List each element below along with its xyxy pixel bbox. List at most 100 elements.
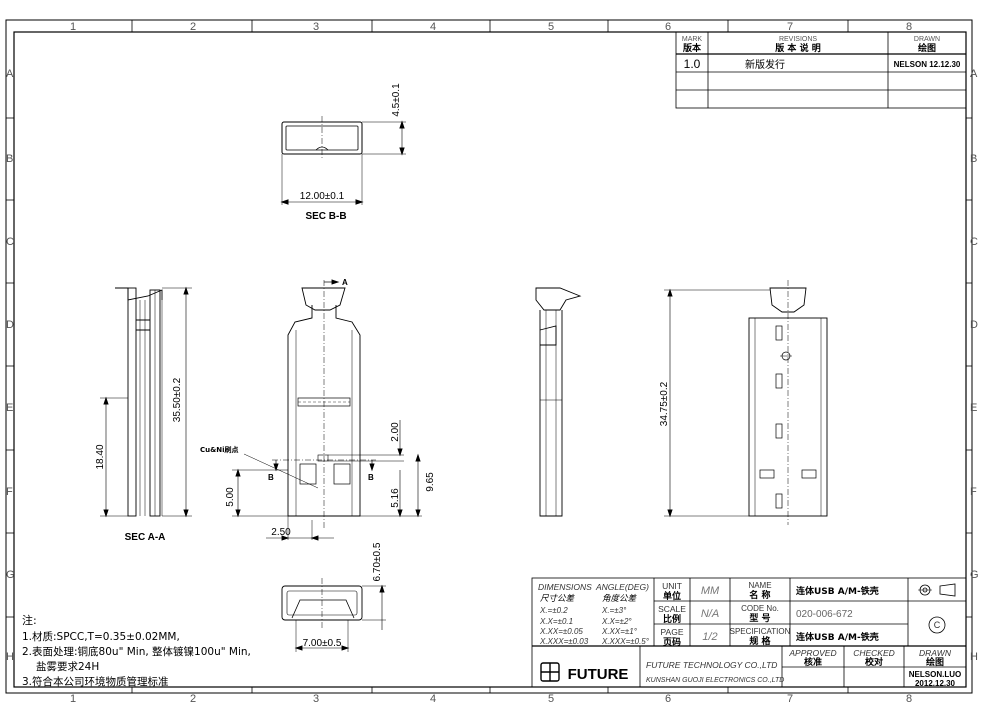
tb-name-cn: 名 称	[749, 589, 770, 601]
tb-unit-val: MM	[701, 585, 720, 597]
section-mark-b-right: B	[368, 473, 374, 482]
row-label: H	[970, 651, 978, 663]
tb-page-val: 1/2	[702, 631, 717, 643]
row-label: F	[6, 486, 13, 498]
row-label: C	[970, 236, 978, 248]
tb-spec-val: 连体USB A/M-铁壳	[796, 631, 879, 643]
row-label: G	[970, 569, 979, 581]
row-label: B	[6, 153, 13, 165]
col-label: 8	[906, 693, 912, 705]
tb-name-en: NAME	[748, 581, 771, 590]
note-2: 2.表面处理:铜底80u" Min, 整体镀镍100u" Min,	[22, 645, 251, 658]
row-labels: A B C D E F G H A B C D E F G H	[6, 68, 979, 663]
tb-dimensions-en: DIMENSIONS	[538, 582, 592, 592]
col-label: 3	[313, 21, 319, 33]
dim-2-00: 2.00	[390, 422, 401, 442]
tb-dimensions-cn: 尺寸公差	[540, 593, 576, 604]
front-view	[232, 279, 422, 541]
projection-symbol-icon	[918, 583, 956, 597]
tb-company-en1: FUTURE TECHNOLOGY CO.,LTD	[646, 660, 777, 670]
tb-drawn-cn: 绘图	[926, 656, 944, 668]
top-view	[664, 280, 828, 525]
revision-block	[675, 31, 967, 109]
col-label: 5	[548, 21, 554, 33]
rev-revisions-en: REVISIONS	[779, 36, 817, 43]
title-block-grid	[531, 577, 967, 688]
callout-cu-ni: Cu&Ni刷点	[200, 445, 238, 454]
section-bb-view	[280, 116, 406, 205]
row-label: A	[970, 68, 978, 80]
tb-scale-cn: 比例	[663, 613, 681, 625]
tb-spec-en: SPECIFICATION	[730, 627, 791, 636]
note-1: 1.材质:SPCC,T=0.35±0.02MM,	[22, 630, 180, 643]
col-label: 3	[313, 693, 319, 705]
tb-tol-ang-2: X.XX=±1°	[601, 627, 638, 636]
tb-logo: FUTURE	[568, 666, 629, 683]
col-label: 2	[190, 21, 196, 33]
row-label: E	[970, 402, 977, 414]
rev-row-drawn: NELSON 12.12.30	[894, 60, 961, 69]
tb-drawn-name: NELSON.LUO	[909, 670, 961, 679]
col-label: 8	[906, 21, 912, 33]
col-label: 6	[665, 21, 671, 33]
dim-5-16: 5.16	[390, 488, 401, 508]
section-mark-a: A	[342, 278, 348, 287]
side-view	[535, 287, 582, 517]
title-block-text: DIMENSIONS 尺寸公差 ANGLE(DEG) 角度公差 X.=±0.2 …	[538, 581, 961, 688]
row-label: E	[6, 402, 13, 414]
tb-page-cn: 页码	[663, 637, 681, 648]
dim-4-5: 4.5±0.1	[391, 83, 402, 117]
rev-mark-en: MARK	[682, 36, 703, 43]
row-label: C	[6, 236, 14, 248]
rev-row-desc: 新版发行	[745, 58, 785, 71]
row-label: H	[6, 651, 14, 663]
col-label: 4	[430, 693, 436, 705]
tb-angle-en: ANGLE(DEG)	[595, 582, 649, 592]
tb-code-val: 020-006-672	[796, 609, 853, 620]
dim-12-00: 12.00±0.1	[300, 191, 345, 202]
company-logo-icon	[540, 662, 560, 682]
dim-18-40: 18.40	[95, 444, 106, 469]
dim-6-70: 6.70±0.5	[372, 542, 383, 581]
rev-row-mark: 1.0	[684, 57, 701, 71]
tb-drawn-en: DRAWN	[919, 648, 952, 658]
tb-tol-ang-0: X.=±3°	[601, 606, 627, 615]
col-label: 1	[70, 693, 76, 705]
tb-tol-lin-0: X.=±0.2	[539, 606, 568, 615]
column-ticks	[131, 20, 849, 693]
tb-tol-lin-3: X.XXX=±0.03	[539, 637, 589, 646]
dim-7-00: 7.00±0.5	[303, 638, 342, 649]
rev-drawn-en: DRAWN	[914, 36, 940, 43]
rev-drawn-cn: 绘图	[918, 42, 936, 54]
end-view	[281, 578, 386, 652]
rev-mark-cn: 版本	[682, 42, 702, 54]
column-labels: 1 2 3 4 5 6 7 8 1 2 3 4 5 6 7 8	[70, 21, 912, 705]
tb-unit-cn: 单位	[663, 590, 681, 602]
tb-angle-cn: 角度公差	[602, 593, 638, 604]
tb-tol-lin-2: X.XX=±0.05	[539, 627, 583, 636]
tb-tol-ang-1: X.X=±2°	[601, 617, 632, 626]
tb-drawn-date: 2012.12.30	[915, 679, 956, 688]
row-ticks	[6, 117, 972, 618]
tb-code-en: CODE No.	[741, 604, 779, 613]
tb-approved-en: APPROVED	[788, 648, 836, 658]
tb-company-en2: KUNSHAN GUOJI ELECTRONICS CO.,LTD	[646, 677, 784, 684]
copyright-icon	[928, 616, 946, 634]
dim-2-50: 2.50	[271, 527, 291, 538]
col-label: 2	[190, 693, 196, 705]
tb-tol-ang-3: X.XXX=±0.5°	[601, 637, 650, 646]
col-label: 6	[665, 693, 671, 705]
row-label: B	[970, 153, 977, 165]
tb-checked-cn: 校对	[865, 656, 883, 668]
label-sec-aa: SEC A-A	[125, 532, 166, 543]
tb-spec-cn: 规 格	[749, 635, 771, 647]
note-3: 3.符合本公司环境物质管理标准	[22, 675, 169, 688]
notes: 注: 1.材质:SPCC,T=0.35±0.02MM, 2.表面处理:铜底80u…	[22, 613, 251, 688]
dim-34-75: 34.75±0.2	[659, 381, 670, 426]
row-label: D	[6, 319, 14, 331]
tb-name-val: 连体USB A/M-铁壳	[796, 585, 879, 597]
row-label: G	[6, 569, 15, 581]
tb-page-en: PAGE	[661, 627, 684, 637]
tb-tol-lin-1: X.X=±0.1	[539, 617, 573, 626]
